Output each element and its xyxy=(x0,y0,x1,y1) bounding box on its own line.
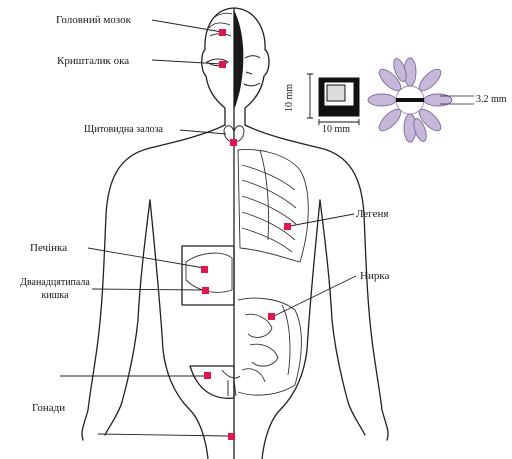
label-thyroid: Щитовидна залоза xyxy=(84,124,163,136)
chip-width-label: 10 mm xyxy=(322,124,350,136)
chip-square xyxy=(307,74,359,125)
right-body-outline xyxy=(245,125,388,440)
label-liver: Печінка xyxy=(30,242,67,254)
skull-cut xyxy=(234,10,243,110)
flower-scale-label: 3.2 mm xyxy=(476,94,507,106)
left-body-outline xyxy=(82,125,225,440)
label-lung: Легеня xyxy=(356,208,388,220)
marker-liver xyxy=(201,266,208,273)
label-kidney: Нирка xyxy=(360,270,389,282)
marker-kidney xyxy=(268,313,275,320)
label-duodenum-line2: кишка xyxy=(10,290,100,302)
lung-sketch xyxy=(238,150,308,262)
marker-pelvis xyxy=(204,372,211,379)
pelvis-bone xyxy=(222,370,240,396)
marker-lung xyxy=(284,223,291,230)
label-duodenum-line1: Дванадцятипала xyxy=(10,277,100,289)
marker-brain xyxy=(219,29,226,36)
chip-height-label: 10 mm xyxy=(284,84,296,112)
intestine-sketch xyxy=(238,298,301,395)
torso-outline xyxy=(150,200,320,459)
label-gonads: Гонади xyxy=(32,402,65,414)
flower-device xyxy=(368,57,452,143)
pelvis-box xyxy=(190,366,234,398)
liver-organ xyxy=(186,253,232,292)
label-lens: Кришталик ока xyxy=(57,55,129,67)
marker-duodenum xyxy=(202,287,209,294)
marker-thyroid xyxy=(230,139,237,146)
marker-gonads xyxy=(228,433,235,440)
label-brain: Головний мозок xyxy=(56,14,131,26)
organ-markers xyxy=(201,29,291,440)
marker-lens xyxy=(219,61,226,68)
